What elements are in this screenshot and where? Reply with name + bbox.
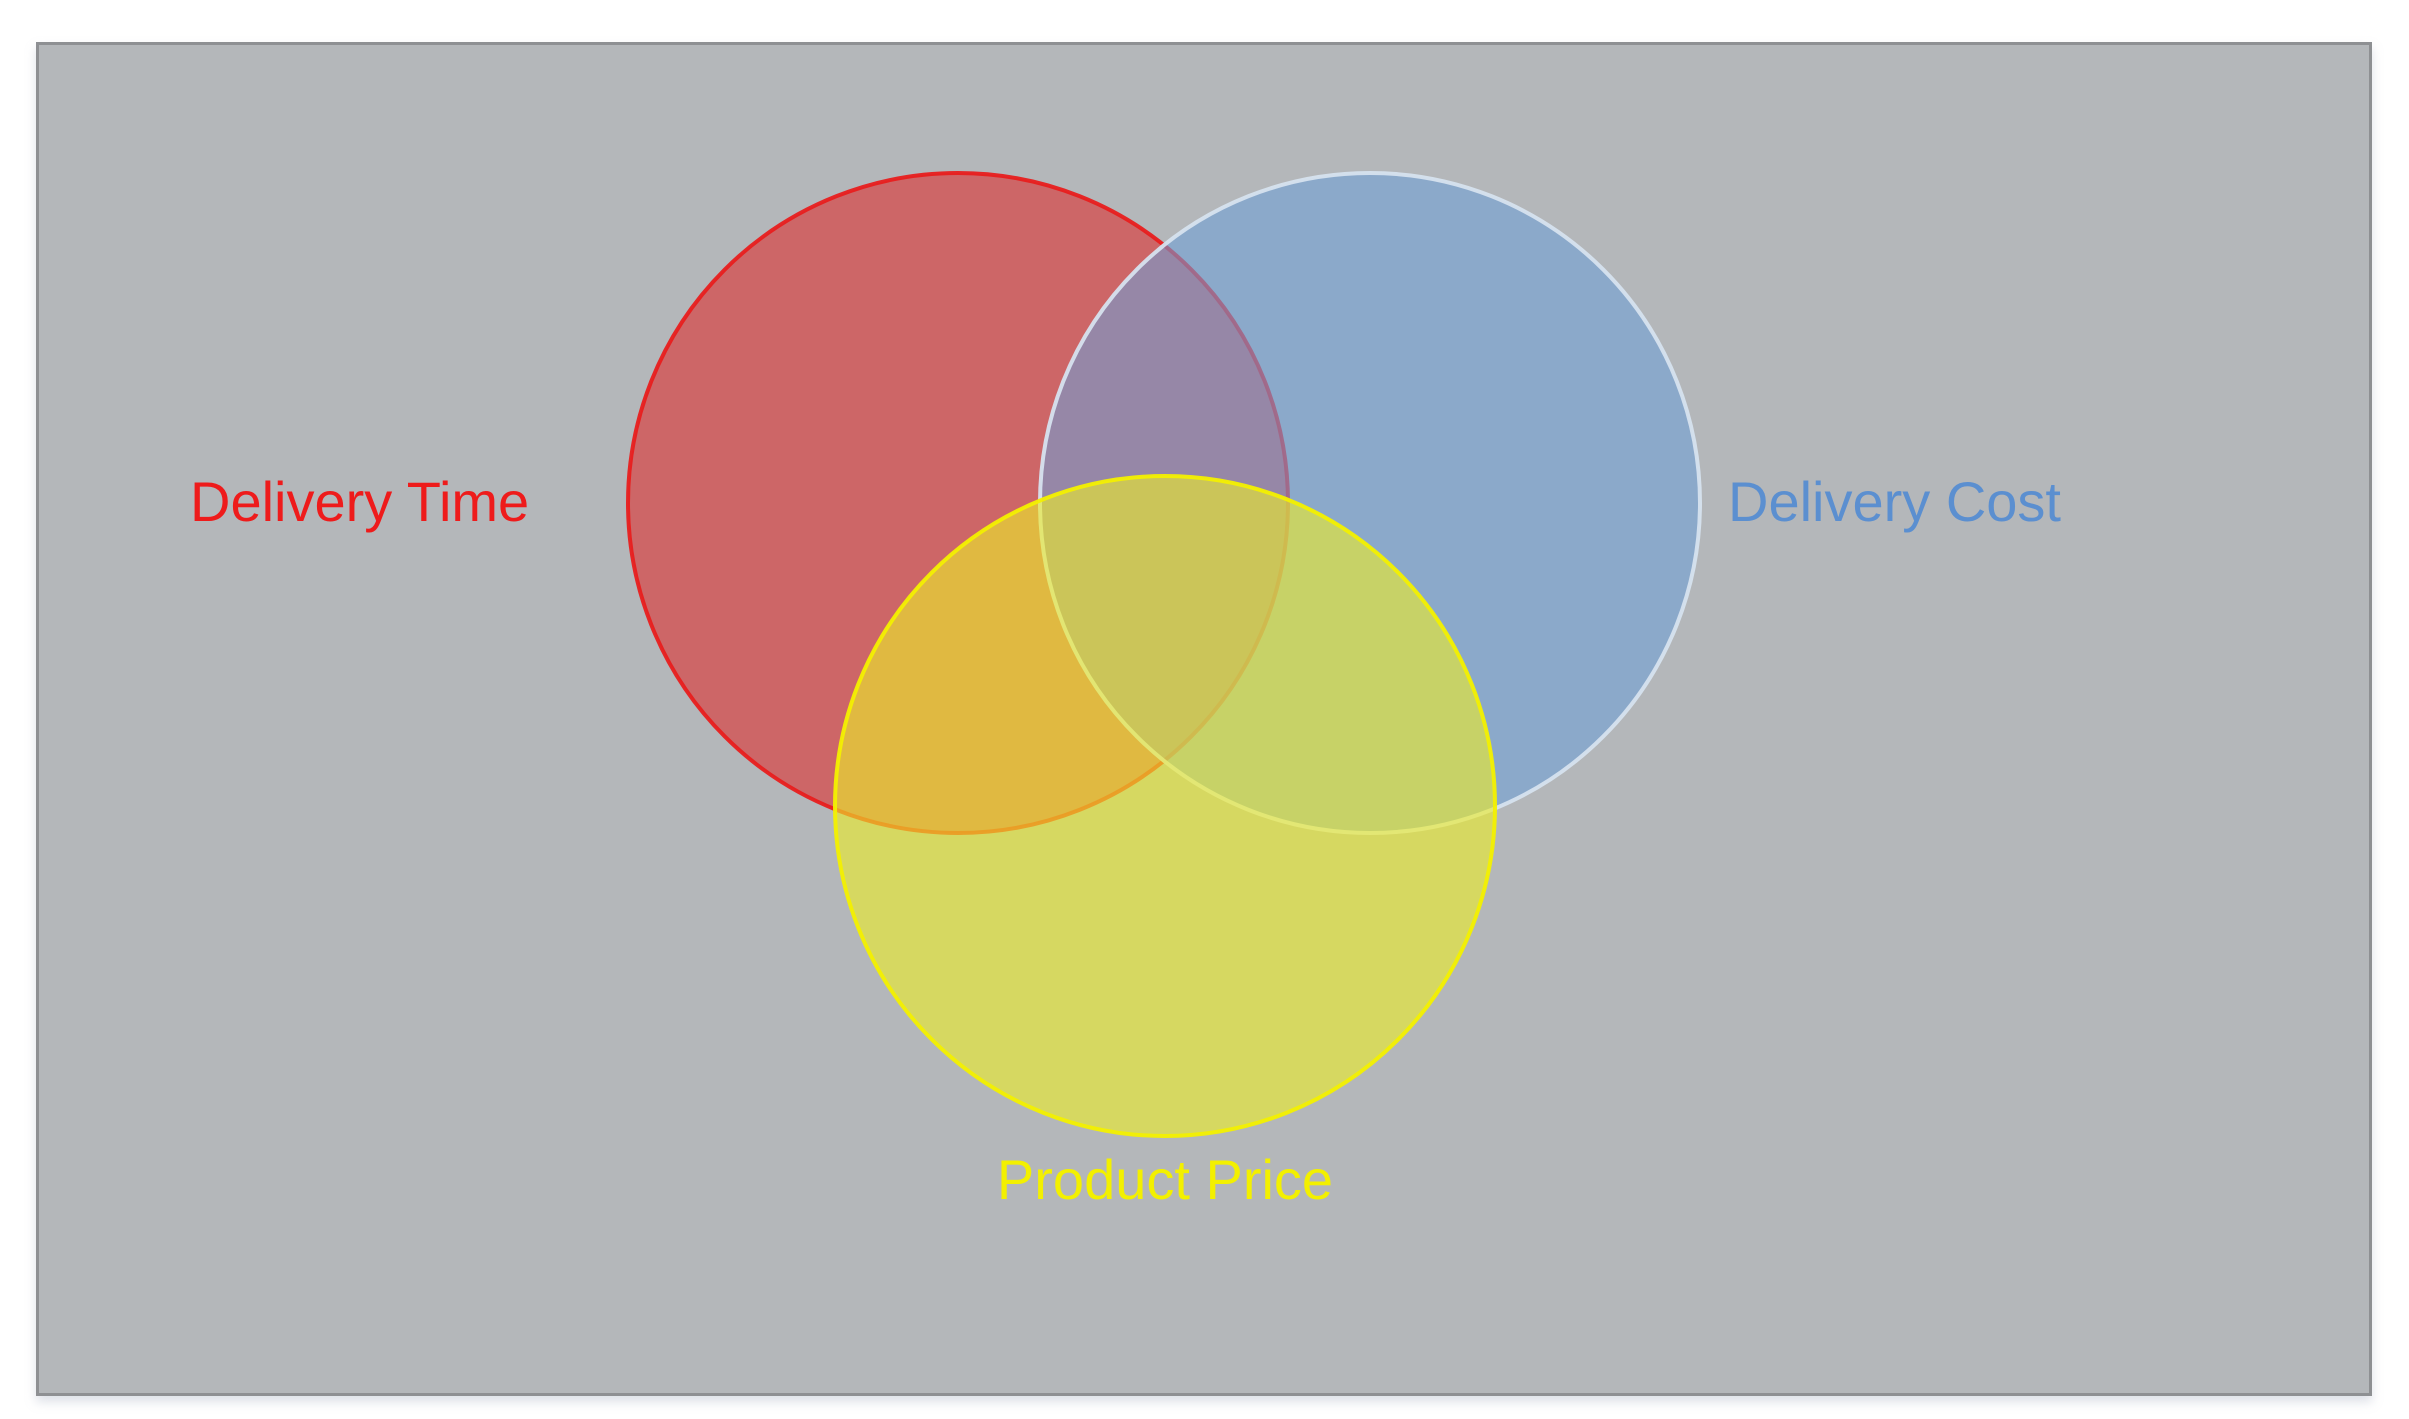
delivery-time-label: Delivery Time <box>190 470 530 533</box>
delivery-cost-label: Delivery Cost <box>1728 470 2061 533</box>
product-price-circle <box>833 474 1497 1138</box>
product-price-label: Product Price <box>996 1148 1334 1211</box>
